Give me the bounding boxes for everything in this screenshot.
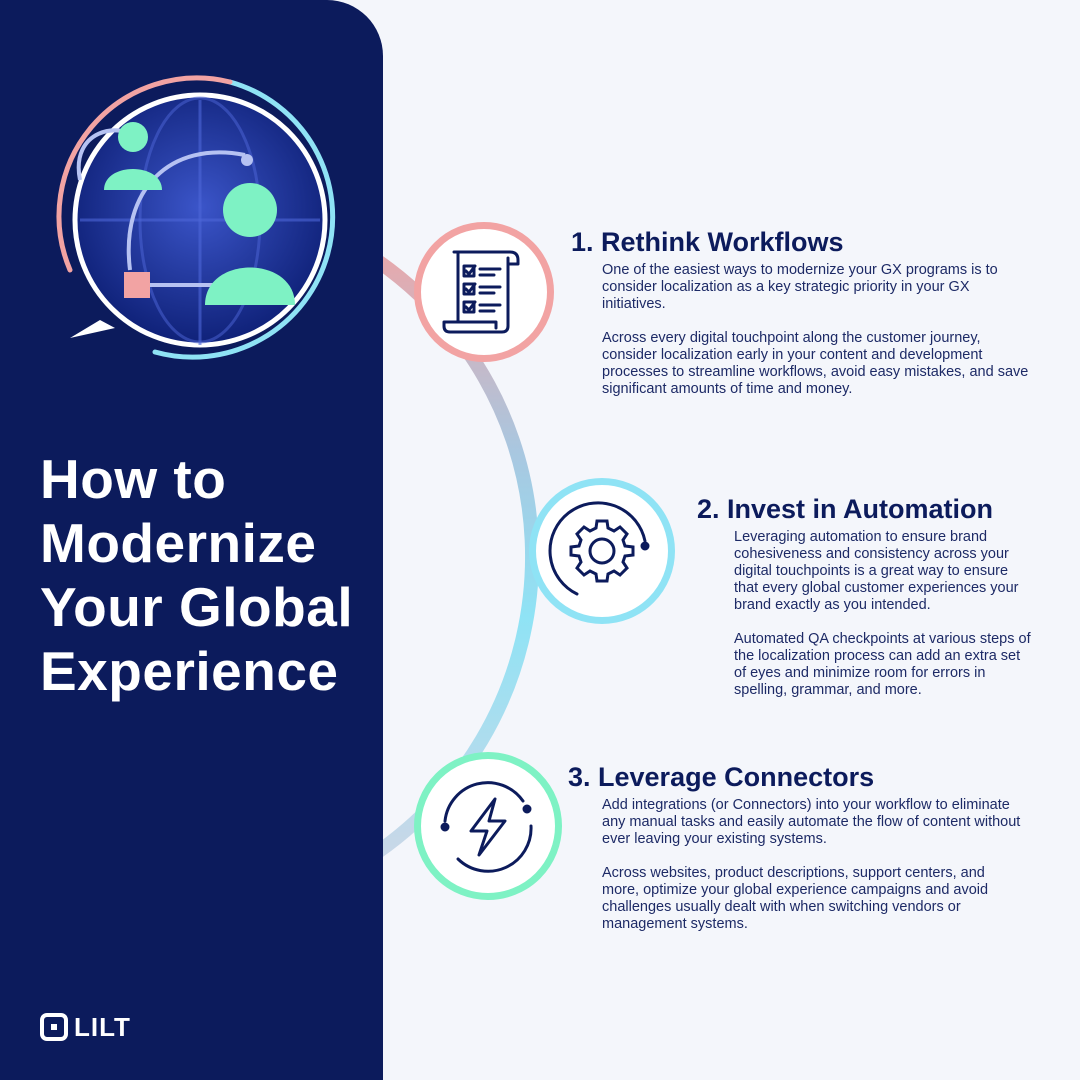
step-3-paragraph-1: Add integrations (or Connectors) into yo…	[602, 797, 1021, 847]
step-1-title: 1. Rethink Workflows	[571, 227, 844, 257]
step-1-paragraph-1: One of the easiest ways to modernize you…	[602, 262, 998, 312]
lilt-logo-icon	[40, 1013, 68, 1041]
gear-icon	[548, 501, 650, 596]
step-2-icon-circle	[529, 478, 675, 624]
step-3: 3. Leverage Connectors Add integrations …	[568, 761, 1028, 933]
step-1-paragraph-2: Across every digital touchpoint along th…	[602, 330, 1029, 397]
step-3-paragraph-2: Across websites, product descriptions, s…	[602, 865, 989, 932]
checklist-scroll-icon	[442, 250, 520, 334]
lilt-logo: LILT	[40, 1010, 131, 1044]
step-1-icon-circle	[414, 222, 554, 362]
step-2-paragraph-1: Leveraging automation to ensure brand co…	[734, 529, 1019, 613]
step-2: 2. Invest in Automation Leveraging autom…	[697, 493, 1032, 699]
lightning-bolt-icon	[440, 781, 533, 873]
logo-text: LILT	[74, 1011, 131, 1042]
page-title: How to Modernize Your Global Experience	[40, 448, 354, 702]
step-2-title: 2. Invest in Automation	[697, 494, 994, 524]
step-3-icon-circle	[414, 752, 562, 900]
step-2-paragraph-2: Automated QA checkpoints at various step…	[734, 631, 1031, 698]
step-3-title: 3. Leverage Connectors	[568, 762, 875, 792]
step-1: 1. Rethink Workflows One of the easiest …	[571, 226, 1031, 398]
global-users-illustration	[56, 75, 336, 360]
